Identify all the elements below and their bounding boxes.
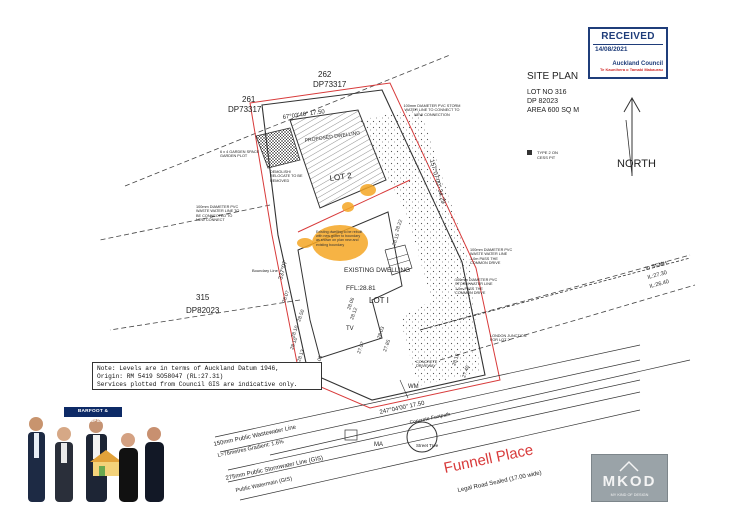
- footpath-label: Concrete Footpath: [409, 411, 451, 426]
- spot-level: 28.03: [376, 326, 386, 340]
- neighbour-315-dp: DP82023: [186, 306, 220, 315]
- spot-level: 27.40: [461, 365, 471, 379]
- spot-level: 28.50: [296, 309, 306, 323]
- dp-number: DP 82023: [527, 98, 558, 105]
- garden-plot: [255, 127, 301, 169]
- neighbour-261-dp: DP73317: [228, 105, 262, 114]
- neighbour-262: 262: [318, 70, 332, 79]
- levels-note: Note: Levels are in terms of Auckland Da…: [92, 362, 322, 390]
- legal-road-label: Legal Road Sealed (17.00 wide): [457, 470, 542, 494]
- lot-division-line: [297, 179, 411, 233]
- boundary-line-label: Boundary Line: [252, 268, 279, 273]
- wm-label: WM: [408, 384, 419, 390]
- ffl-label: FFL:28.81: [346, 285, 376, 292]
- ssmh-label: to SSMH: [645, 260, 668, 271]
- spot-level: 28.15: [451, 353, 461, 367]
- svg-text:CESS PIT: CESS PIT: [537, 155, 556, 160]
- stamp-title: RECEIVED: [601, 31, 655, 42]
- site-plan-title: SITE PLAN: [527, 71, 578, 82]
- site-area: AREA 600 SQ M: [527, 107, 579, 114]
- spot-level: 27.97: [356, 341, 366, 355]
- neighbour-315: 315: [196, 293, 210, 302]
- north-arrow: [623, 96, 641, 176]
- spot-level: 28.12: [349, 307, 359, 321]
- neighbour-261: 261: [242, 95, 256, 104]
- spot-level: 28.15: [391, 233, 401, 247]
- type2-label: TYPE 2 ON: [537, 150, 558, 155]
- note-pvc-waste2: 100mm DIAMETER PVC WASTE WATER LINE 1.0m…: [470, 248, 513, 266]
- stormwater-label: 275mm Public Stormwater Line (GIS): [225, 455, 323, 482]
- note-pvc-storm2: 100mm DIAMETER PVC STORM WATER LINE 1.0m…: [455, 278, 498, 296]
- neighbour-boundaries: [99, 54, 696, 361]
- street-tree-symbol: [406, 421, 438, 453]
- note-pvc-storm: 100mm DIAMETER PVC STORM WATER LINE TO C…: [403, 104, 461, 117]
- svg-text:IL:27.30: IL:27.30: [647, 270, 668, 281]
- lot1-label: LOT I: [369, 296, 389, 305]
- note-concrete: CONCRETE DRIVEWAY: [416, 360, 438, 369]
- levels-note-line1: Note: Levels are in terms of Auckland Da…: [97, 365, 279, 372]
- levels-note-line3: Services plotted from Council GIS are in…: [97, 381, 298, 388]
- svg-text:IL:26.40: IL:26.40: [649, 279, 670, 290]
- note-junction: LONDON JUNCTION FOR LOT 2: [490, 334, 527, 343]
- brand-name: MKOD: [602, 473, 657, 490]
- neighbour-262-dp: DP73317: [313, 80, 347, 89]
- proposed-dwelling-footprint: [289, 109, 387, 209]
- street-name: Funnell Place: [442, 441, 534, 477]
- levels-note-line2: Origin: RM 5419 SO58047 (RL:27.31): [97, 373, 224, 380]
- brand-tagline: MY KIND OF DESIGN: [610, 493, 649, 497]
- spot-level: 28.22: [394, 219, 404, 233]
- note-orange: Existing dwelling to be rebuilt with new…: [316, 230, 363, 247]
- concrete-driveway: [360, 108, 480, 386]
- note-remove: DEMOLISH/ RELOCATE TO BE REMOVED: [270, 170, 303, 183]
- street-tree-label: Street Tree: [416, 443, 439, 448]
- service-lines: [214, 344, 691, 501]
- lot-number: LOT NO 316: [527, 89, 567, 96]
- tv-label: TV: [346, 326, 354, 332]
- mkod-brand: MKOD MY KIND OF DESIGN: [591, 454, 668, 502]
- bearing-top: 67°03'40" 17.50: [282, 109, 325, 121]
- note-garden: 6 x 4 GARDEN SPACE GARDEN PLOT: [220, 150, 260, 159]
- spot-level: 28.08: [314, 355, 324, 369]
- agents-photo: [28, 417, 164, 502]
- spot-level: 28.10: [289, 337, 299, 351]
- stamp-date: 14/08/2021: [595, 46, 628, 53]
- spot-levels: 28.1028.1328.0828.0027.9727.8528.0628.12…: [281, 219, 471, 385]
- lot2-label: LOT 2: [329, 171, 353, 183]
- spot-level: 27.85: [382, 339, 392, 353]
- existing-dwelling-label: EXISTING DWELLING: [344, 267, 410, 274]
- house-roof-icon: [619, 460, 639, 472]
- bearing-left: 337°07': [278, 259, 289, 280]
- note-pvc-waste: 100mm DIAMETER PVC WASTE WATER LINE TO B…: [196, 205, 240, 223]
- ma-label: MA: [374, 442, 383, 448]
- agent-figures: [28, 417, 164, 502]
- agency-logo: BARFOOT & THOMPSON: [64, 407, 122, 424]
- spot-level: 28.06: [346, 297, 356, 311]
- north-label: NORTH: [617, 158, 656, 170]
- orange-highlight-note: [312, 225, 368, 261]
- spot-level: 28.07: [281, 290, 291, 304]
- spot-level: 28.10: [290, 325, 300, 339]
- spot-level: 28.13: [296, 349, 306, 363]
